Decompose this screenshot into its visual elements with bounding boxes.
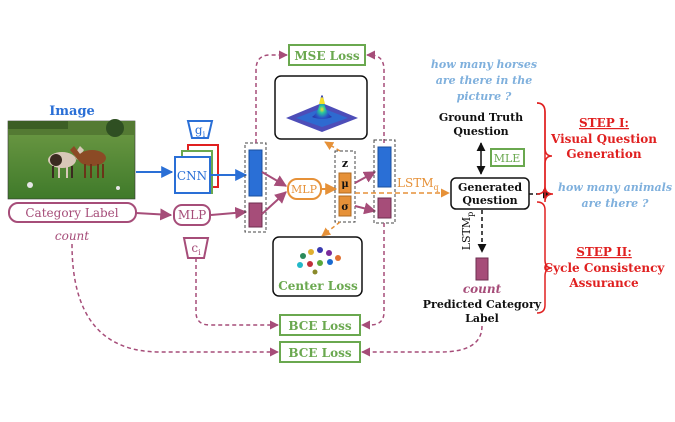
image-label: Image (49, 104, 95, 119)
latent-z-label: z (342, 157, 348, 170)
category-to-bce-arrow (71, 243, 279, 357)
bce-loss-box-2 (279, 341, 361, 363)
latent-to-recon-image-arrow (354, 171, 377, 184)
latent-mu-label: μ (341, 179, 348, 190)
latent-sigma-cell (338, 195, 352, 217)
mle-loss-label: MLE (494, 152, 521, 165)
mle-loss-box (490, 148, 525, 167)
reconstructed-category-vector (377, 197, 392, 219)
ci-to-bce-arrow (195, 258, 279, 330)
generated-question-text-1: how many animals (558, 181, 672, 194)
category-feature-to-fusion-arrow (261, 191, 287, 215)
predicted-to-bce-arrow (361, 325, 483, 357)
gaussian-density-plot (286, 95, 358, 132)
step1-bracket (536, 102, 553, 195)
feature-to-mse-arrow (255, 50, 288, 143)
g-i-label: gi (195, 123, 206, 139)
category-mlp-label: MLP (178, 208, 206, 222)
category-to-mlp-arrow (135, 208, 173, 221)
generated-question-label-2: Question (462, 194, 517, 207)
category-value: count (55, 229, 89, 243)
image-feature-to-fusion-arrow (261, 171, 288, 187)
step2-desc-1: Cycle Consistency (544, 261, 666, 275)
latent-box (334, 150, 356, 223)
step1-desc-1: Visual Question (550, 132, 657, 146)
mse-loss-box (288, 44, 366, 66)
predicted-category-vector (475, 257, 489, 281)
fusion-mlp-label: MLP (291, 183, 318, 196)
latent-to-center-loss-arrow (321, 221, 341, 237)
reconstructed-image-vector (377, 146, 392, 188)
reconstruction-to-mse-arrow (366, 50, 385, 143)
mlp-to-feature-arrow (210, 206, 248, 219)
recon-category-to-bce-arrow (361, 223, 385, 330)
center-loss-label: Center Loss (278, 279, 358, 293)
predicted-category-label-2: Label (465, 312, 499, 325)
step2-desc-2: Assurance (568, 276, 639, 290)
decoder-concat-box (373, 139, 396, 224)
generated-question-label-1: Generated (458, 181, 522, 194)
cnn-label: CNN (177, 169, 207, 183)
category-mlp-box (173, 204, 211, 226)
cnn-box (174, 156, 211, 194)
lstm-p-label: LSTMp (460, 212, 475, 251)
category-feature-vector (248, 202, 263, 228)
predicted-category-value: count (463, 282, 502, 296)
predicted-category-label-1: Predicted Category (423, 298, 542, 311)
step2-title: STEP II: (576, 245, 632, 259)
c-i-box (182, 237, 210, 259)
step1-desc-2: Generation (566, 147, 641, 161)
ground-truth-question-text-2: are there in the (436, 74, 533, 87)
g-i-box (186, 120, 214, 139)
image-feature-vector (248, 149, 263, 197)
step1-title: STEP I: (579, 116, 629, 130)
bce-loss-box-1 (279, 314, 361, 336)
center-loss-box (272, 236, 363, 297)
latent-sigma-label: σ (341, 202, 348, 213)
latent-to-density-arrow (324, 141, 341, 152)
bce-loss-label-2: BCE Loss (288, 346, 351, 360)
category-label-box (8, 202, 137, 223)
latent-mu-cell (338, 172, 352, 194)
ground-truth-label-2: Question (453, 125, 508, 138)
ground-truth-question-text-1: how many horses (431, 58, 537, 71)
c-i-label: ci (191, 241, 201, 257)
generated-question-text-2: are there ? (582, 197, 649, 210)
category-label-text: Category Label (25, 206, 118, 220)
lstm-q-label: LSTMq (397, 176, 439, 192)
ground-truth-label-1: Ground Truth (439, 111, 523, 124)
cluster-plot (297, 247, 341, 275)
ground-truth-question-text-3: picture ? (457, 90, 512, 103)
step2-bracket (536, 201, 553, 314)
bce-loss-label-1: BCE Loss (288, 319, 351, 333)
mse-loss-label: MSE Loss (294, 49, 359, 63)
latent-to-recon-category-arrow (354, 202, 377, 215)
horse-photo (7, 119, 136, 200)
